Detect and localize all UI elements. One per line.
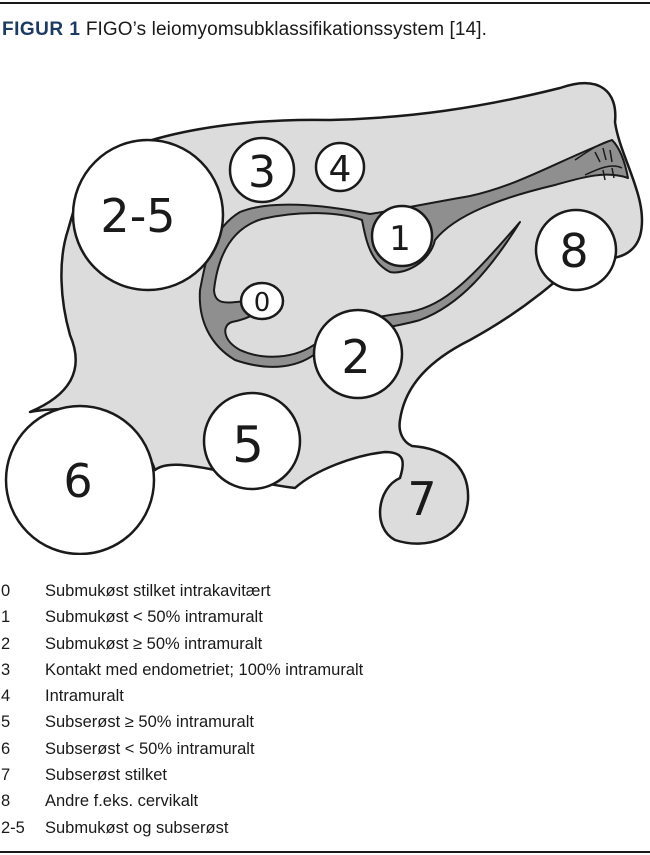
fibroid-label-3: 3 [248, 147, 276, 198]
legend-code: 2-5 [1, 818, 25, 837]
legend-code: 3 [1, 660, 11, 679]
fibroid-1: 1 [370, 204, 434, 268]
tube-fimbriae [574, 139, 623, 181]
legend-text: Submukøst og subserøst [45, 818, 229, 837]
fibroid-8: 8 [534, 208, 618, 292]
fibroid-label-7: 7 [407, 472, 436, 526]
top-rule [0, 2, 650, 4]
fibroid-2: 2 [312, 308, 404, 400]
legend-item: 0 Submukøst stilket intrakavitært [0, 578, 650, 604]
legend-text: Subserøst stilket [45, 766, 167, 785]
caption-label: FIGUR 1 [2, 19, 81, 40]
legend-item: 2-5 Submukøst og subserøst [0, 815, 650, 841]
legend-text: Kontakt med endometriet; 100% intramural… [45, 660, 364, 679]
legend-code: 6 [1, 739, 11, 758]
legend-item: 2 Submukøst ≥ 50% intramuralt [0, 631, 650, 657]
legend-text: Andre f.eks. cervikalt [45, 792, 199, 811]
cavity-highlight [264, 217, 359, 231]
bottom-rule [0, 851, 650, 853]
legend-item: 7 Subserøst stilket [0, 762, 650, 788]
legend-item: 8 Andre f.eks. cervikalt [0, 788, 650, 814]
fibroid-label-2: 2 [341, 330, 370, 384]
fibroid-7: 7 [407, 472, 436, 526]
legend-item: 4 Intramuralt [0, 683, 650, 709]
legend-code: 1 [1, 608, 11, 627]
legend-text: Submukøst ≥ 50% intramuralt [45, 634, 263, 653]
fibroid-6: 6 [4, 404, 156, 556]
figure-caption: FIGUR 1 FIGO’s leiomyomsubklassifikation… [2, 19, 487, 41]
caption-text: FIGO’s leiomyomsubklassifikationssystem … [85, 19, 488, 40]
fibroid-5: 5 [202, 391, 302, 491]
fibroid-label-0: 0 [254, 288, 271, 318]
legend-text: Intramuralt [45, 687, 124, 706]
uterus-diagram: 2-5 3 4 1 0 2 8 5 [0, 60, 650, 556]
fibroid-label-4: 4 [329, 149, 352, 190]
uterus-diagram-svg: 2-5 3 4 1 0 2 8 5 [4, 82, 644, 556]
legend-text: Submukøst stilket intrakavitært [45, 582, 271, 600]
legend-text: Submukøst < 50% intramuralt [45, 608, 263, 627]
fibroid-3: 3 [228, 136, 296, 204]
fibroid-2-5: 2-5 [71, 138, 225, 292]
legend-text: Subserøst ≥ 50% intramuralt [45, 713, 254, 732]
legend-item: 3 Kontakt med endometriet; 100% intramura… [0, 657, 650, 683]
legend-code: 7 [1, 766, 11, 785]
legend-code: 2 [1, 634, 11, 653]
legend-code: 4 [1, 687, 11, 706]
legend-item: 1 Submukøst < 50% intramuralt [0, 604, 650, 630]
legend-text: Subserøst < 50% intramuralt [45, 739, 255, 758]
fibroid-label-1: 1 [389, 219, 411, 259]
legend-item: 5 Subserøst ≥ 50% intramuralt [0, 709, 650, 735]
legend-code: 5 [1, 713, 11, 732]
fibroid-label-2-5: 2-5 [100, 189, 175, 243]
legend-code: 8 [1, 792, 11, 811]
legend-code: 0 [1, 582, 11, 600]
fibroid-label-6: 6 [63, 454, 92, 508]
legend-item: 6 Subserøst < 50% intramuralt [0, 736, 650, 762]
fibroid-0: 0 [239, 281, 285, 321]
fibroid-4: 4 [314, 141, 366, 193]
fibroid-label-8: 8 [559, 224, 588, 278]
fibroid-label-5: 5 [232, 416, 264, 474]
